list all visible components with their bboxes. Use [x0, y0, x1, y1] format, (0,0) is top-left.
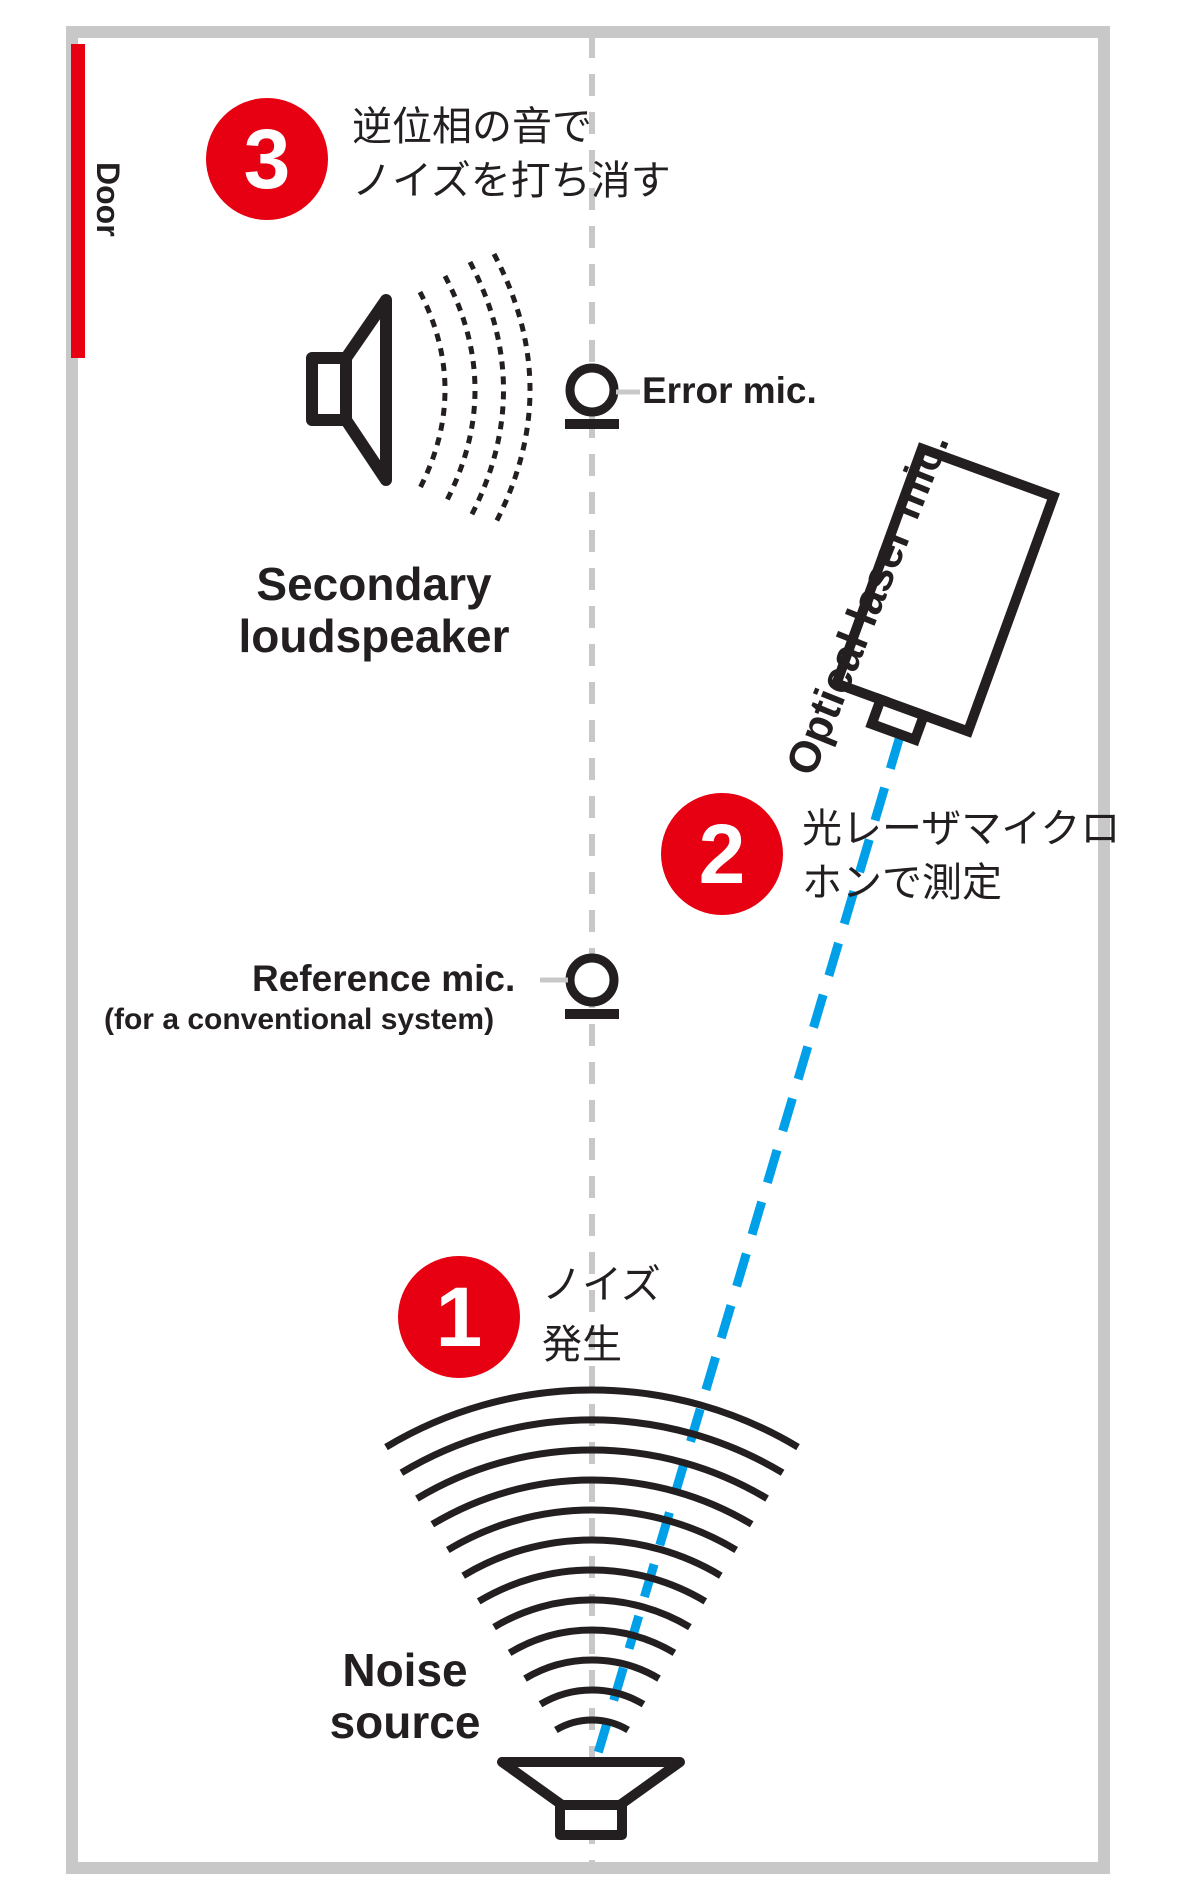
- noise-wave-arc: [384, 1386, 800, 1451]
- step-3-badge: 3: [206, 98, 328, 220]
- step-2-badge: 2: [661, 793, 783, 915]
- noise-sound-waves: [384, 1386, 800, 1734]
- step-1-text-line2: 発生: [542, 1322, 622, 1368]
- room-walls: [66, 26, 1110, 1874]
- error-mic-icon: [565, 363, 619, 429]
- step-1-badge: 1: [398, 1256, 520, 1378]
- step-1-text-line1: ノイズ: [542, 1262, 661, 1308]
- noise-source-label-line1: Noise: [342, 1644, 468, 1696]
- secondary-loudspeaker-label-line2: loudspeaker: [238, 610, 510, 662]
- step-2-text-line2: ホンで測定: [802, 860, 1002, 906]
- error-mic-label: Error mic.: [642, 370, 817, 411]
- noise-wave-arc: [554, 1716, 630, 1734]
- secondary-sound-waves: [417, 252, 533, 528]
- optical-laser-mic-icon: [830, 442, 1060, 747]
- noise-wave-arc: [492, 1596, 692, 1631]
- noise-wave-arc: [445, 1506, 739, 1554]
- noise-wave-arc: [523, 1656, 661, 1682]
- noise-wave-arc: [399, 1416, 785, 1476]
- noise-source-label-line2: source: [329, 1696, 481, 1748]
- door-label: Door: [90, 162, 126, 237]
- reference-mic-icon: [565, 953, 619, 1019]
- noise-wave-arc: [476, 1566, 708, 1605]
- noise-wave-arc: [538, 1686, 646, 1708]
- noise-wave-arc: [461, 1536, 723, 1579]
- step-3-text-line1: 逆位相の音で: [352, 104, 592, 150]
- laser-beam: [591, 734, 905, 1762]
- secondary-loudspeaker-label-line1: Secondary: [256, 558, 492, 610]
- noise-wave-arc: [507, 1626, 677, 1656]
- reference-mic-label: Reference mic.: [252, 958, 516, 999]
- noise-wave-arc: [415, 1446, 769, 1502]
- reference-mic-note: (for a conventional system): [104, 1003, 495, 1036]
- noise-wave-arc: [430, 1476, 754, 1528]
- secondary-loudspeaker-icon: [306, 294, 392, 486]
- step-3-text-line2: ノイズを打ち消す: [352, 158, 671, 204]
- step-2-text-line1: 光レーザマイクロ: [802, 806, 1121, 852]
- noise-source-loudspeaker-icon: [497, 1757, 685, 1840]
